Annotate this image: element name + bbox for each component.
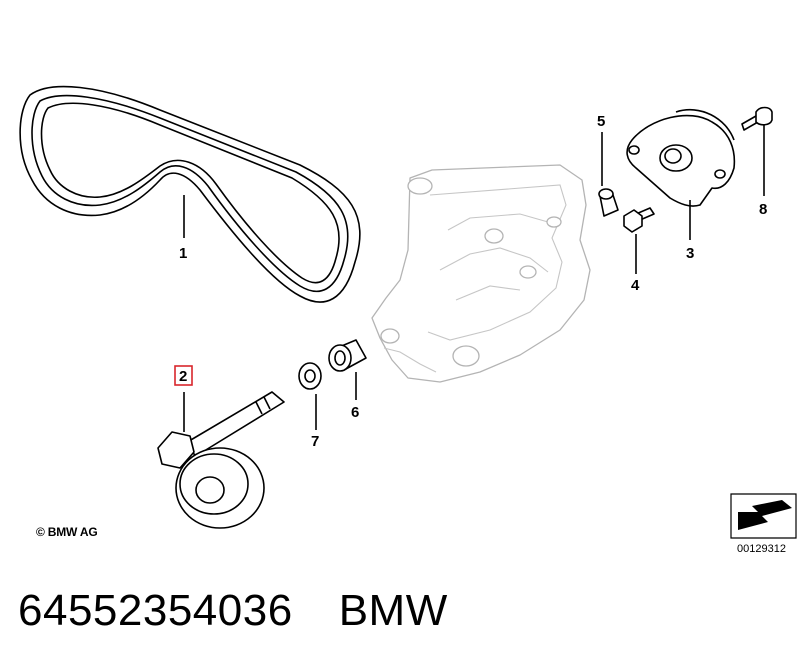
- callout-1: 1: [179, 245, 187, 262]
- sleeve-6: [328, 339, 367, 372]
- v-belt: [19, 85, 361, 303]
- bushing-5: [598, 188, 619, 217]
- callout-2-highlight-box: [174, 365, 193, 386]
- callout-7: 7: [311, 433, 319, 450]
- washer-7: [298, 362, 322, 390]
- diagram-number: 00129312: [737, 543, 786, 555]
- copyright-notice: © BMW AG: [36, 525, 98, 539]
- idler-pulley-2: [157, 391, 285, 529]
- bolt-8: [741, 106, 773, 131]
- callout-3: 3: [686, 245, 694, 262]
- hex-bolt-4: [623, 207, 655, 233]
- part-number: 64552354036: [18, 586, 293, 635]
- leader-lines: [183, 124, 765, 432]
- callout-4: 4: [631, 277, 640, 294]
- callout-5: 5: [597, 113, 605, 130]
- brand-name: BMW: [338, 586, 448, 635]
- callout-2: 2: [179, 368, 187, 385]
- mounting-bracket: [371, 164, 591, 383]
- callout-6: 6: [351, 404, 359, 421]
- direction-arrow-icon: [730, 493, 797, 539]
- callout-8: 8: [759, 201, 767, 218]
- tensioner-housing: [626, 108, 736, 207]
- parts-diagram: 1 2 3 4 5 6 7 8: [19, 85, 797, 539]
- part-number-caption: 64552354036 BMW: [18, 586, 448, 636]
